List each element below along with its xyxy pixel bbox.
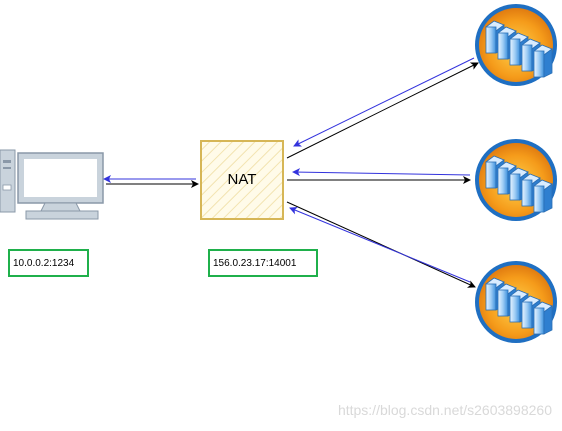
arrow-server-2-to-nat <box>292 168 471 177</box>
nat-address-label: 156.0.23.17:14001 <box>208 249 318 277</box>
server-cluster-icon <box>474 3 558 87</box>
nat-label: NAT <box>227 171 257 188</box>
arrow-nat-to-server-1 <box>286 62 479 159</box>
arrow-server-1-to-nat <box>293 57 475 147</box>
arrow-server-3-to-nat <box>289 206 471 283</box>
client-address-label: 10.0.0.2:1234 <box>8 249 89 277</box>
nat-box <box>200 140 284 220</box>
server-cluster-icon <box>474 260 558 344</box>
desktop-computer-icon <box>0 149 104 220</box>
watermark: https://blog.csdn.net/s2603898260 <box>337 402 552 418</box>
server-cluster-icon <box>474 138 558 222</box>
arrow-nat-to-server-3 <box>286 201 476 288</box>
